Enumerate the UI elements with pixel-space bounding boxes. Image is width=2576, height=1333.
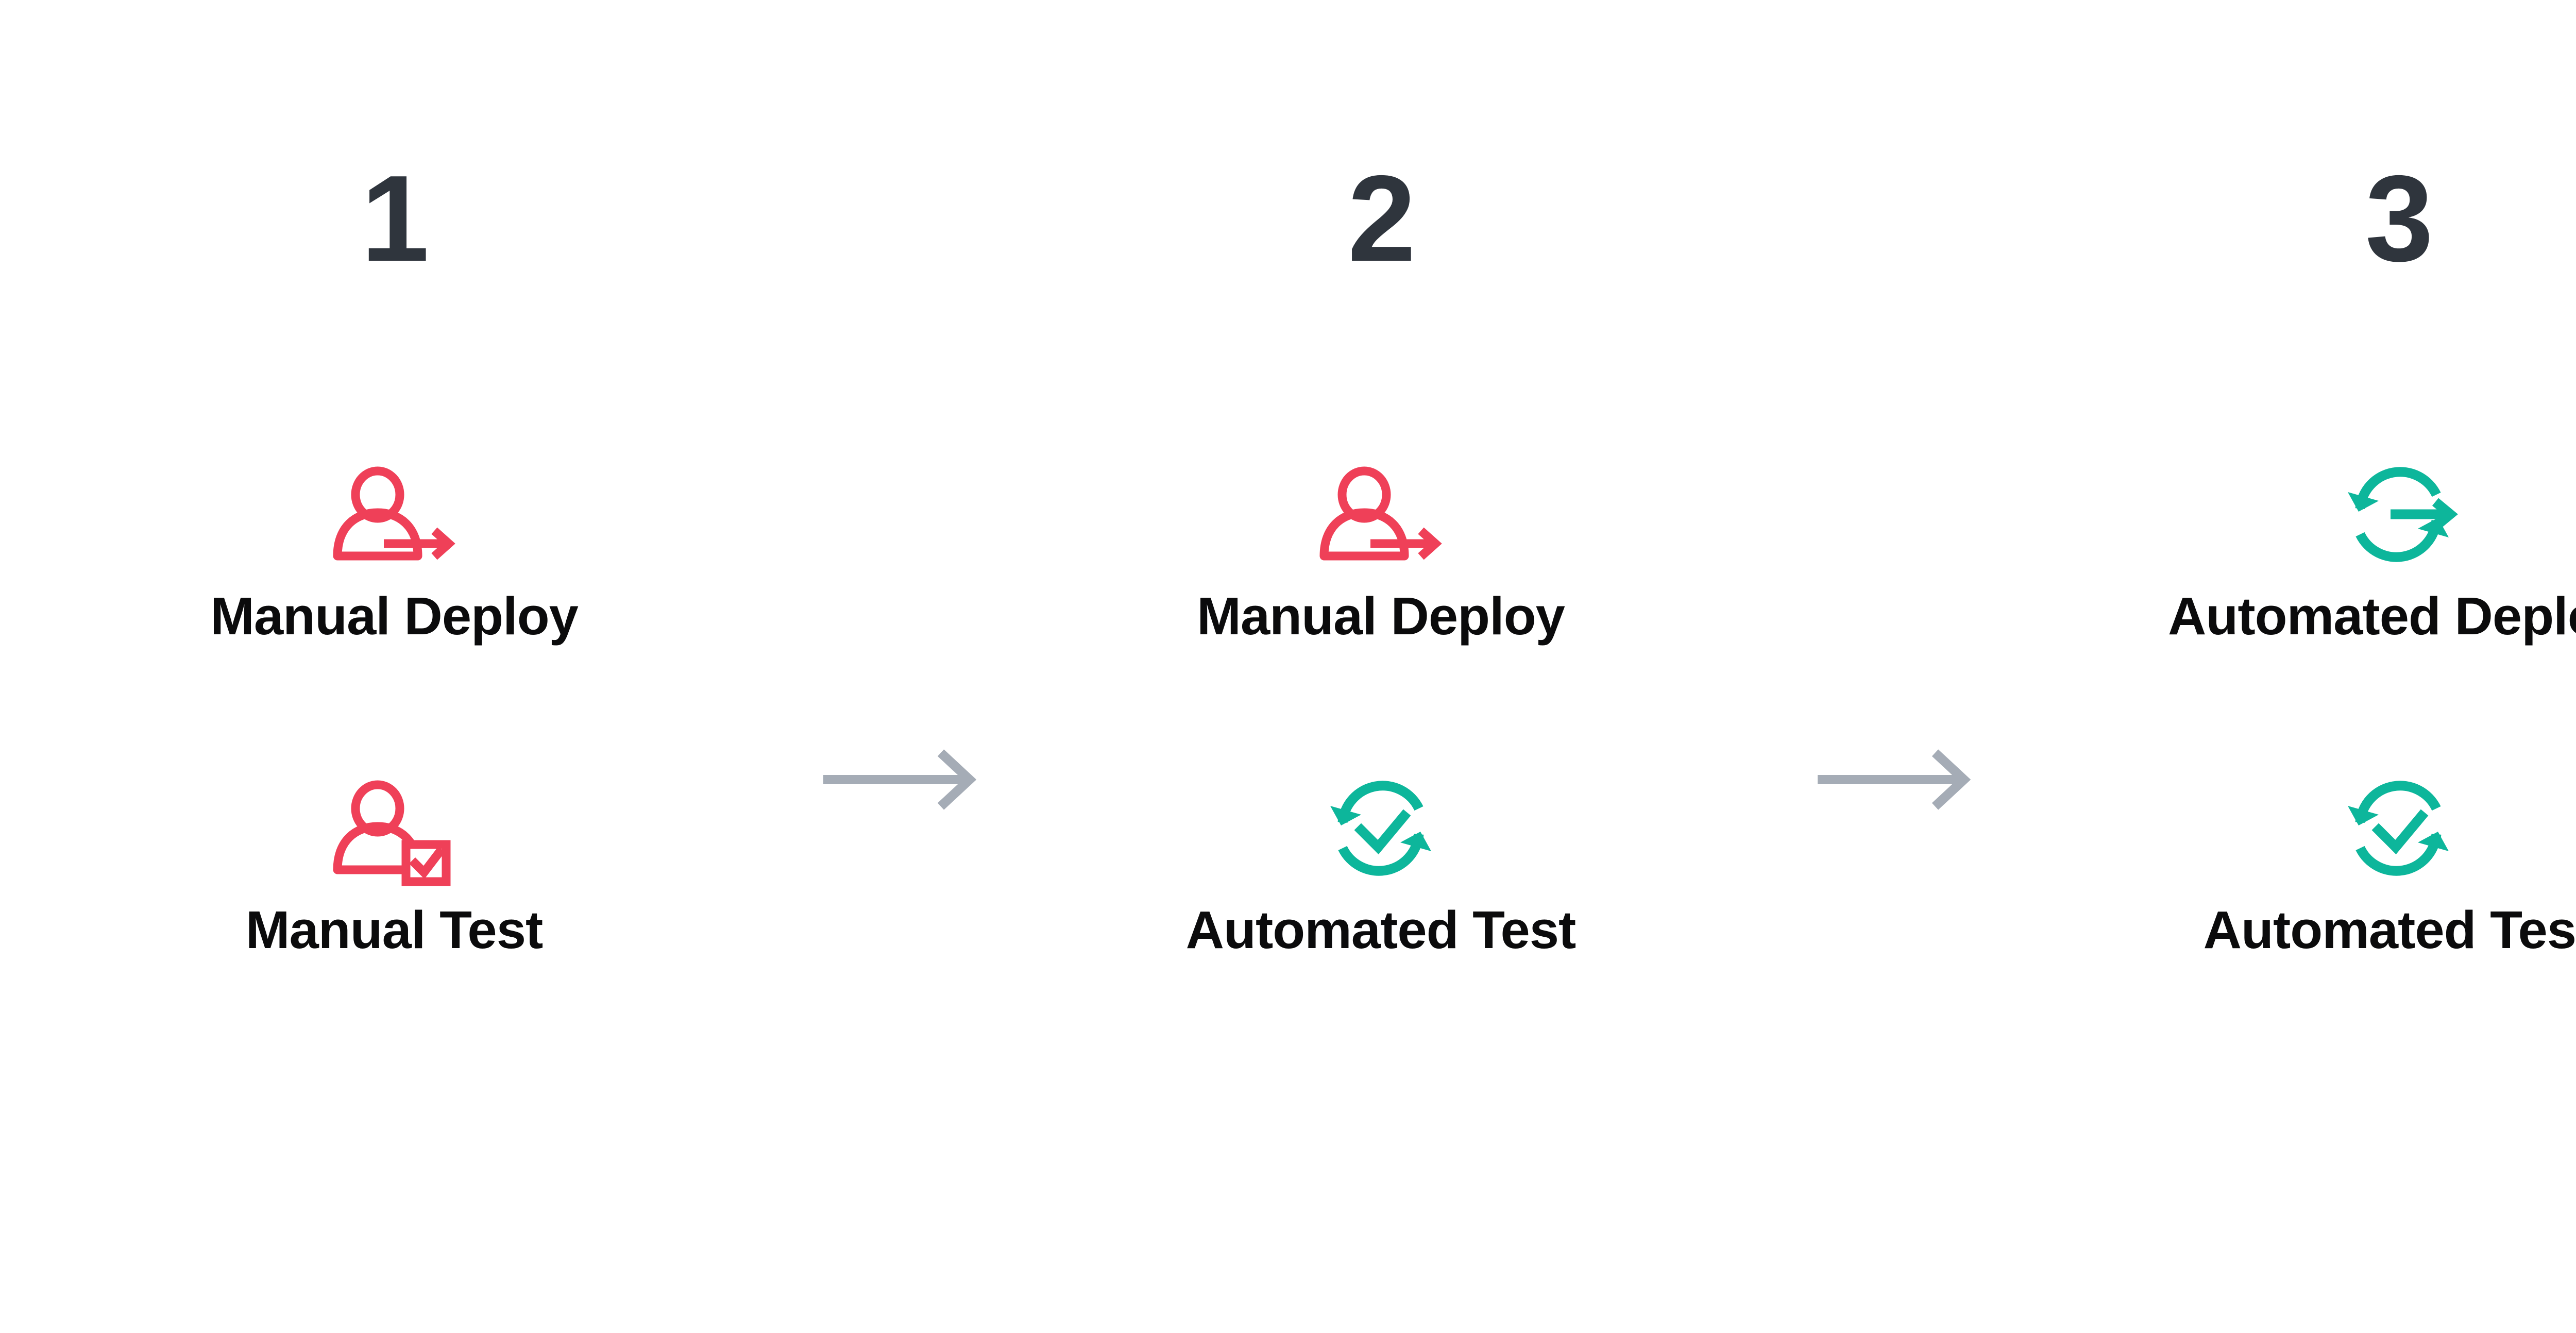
refresh-check-icon [2313, 748, 2483, 882]
stage-item-automated-test: Automated Test [2004, 748, 2576, 958]
arrow-right-icon [823, 749, 977, 810]
stage-column-3: 3 Automated Deploy [2004, 150, 2576, 959]
step-number-2: 2 [1347, 150, 1416, 287]
step-number-3: 3 [2365, 150, 2433, 287]
stage-label: Manual Deploy [210, 586, 579, 646]
refresh-check-icon [1296, 748, 1466, 882]
stage-label: Manual Deploy [1197, 586, 1565, 646]
person-deploy-arrow-icon [1296, 434, 1466, 568]
stage-label: Automated Deploy [2168, 586, 2576, 646]
stage-item-automated-test: Automated Test [987, 748, 1775, 958]
refresh-arrow-icon [2313, 434, 2483, 568]
stage-column-1: 1 Manual Deploy [0, 150, 788, 959]
stage-label: Manual Test [245, 900, 544, 960]
connector-arrow-1-to-2 [814, 741, 984, 818]
stage-label: Automated Test [2203, 900, 2576, 960]
stage-item-manual-test: Manual Test [0, 748, 788, 958]
step-number-1: 1 [361, 150, 429, 287]
arrow-right-icon [1818, 749, 1971, 810]
stage-label: Automated Test [1185, 900, 1577, 960]
connector-arrow-2-to-3 [1808, 741, 1978, 818]
stage-column-2: 2 Manual Deploy [987, 150, 1775, 959]
person-deploy-arrow-icon [309, 434, 479, 568]
person-checkbox-icon [309, 748, 479, 886]
stage-item-manual-deploy: Manual Deploy [987, 434, 1775, 645]
stage-item-automated-deploy: Automated Deploy [2004, 434, 2576, 645]
stage-item-manual-deploy: Manual Deploy [0, 434, 788, 645]
